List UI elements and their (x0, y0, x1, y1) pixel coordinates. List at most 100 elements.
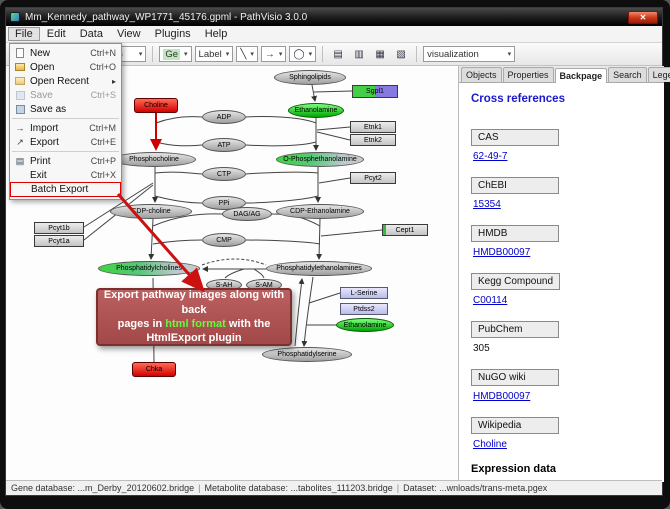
menu-item-save-as[interactable]: Save as (10, 102, 121, 116)
tab-search[interactable]: Search (608, 67, 647, 82)
pathway-node[interactable]: Phosphocholine (112, 152, 196, 167)
pathway-node[interactable]: Choline (134, 98, 178, 113)
chevron-down-icon: ▾ (250, 51, 254, 58)
pathway-node[interactable]: O-Phosphethanolamine (276, 152, 364, 167)
stack-vertical-button[interactable]: ▧ (392, 45, 410, 63)
side-panel: Objects Properties Backpage Search Legen… (459, 66, 670, 482)
menu-item-new[interactable]: New Ctrl+N (10, 46, 121, 60)
xref-link-cas[interactable]: 62-49-7 (473, 151, 508, 162)
pathway-node[interactable]: Etnk1 (350, 121, 396, 133)
menu-file[interactable]: File (8, 27, 40, 41)
menu-view[interactable]: View (116, 28, 141, 40)
xref-link-hmdb[interactable]: HMDB00097 (473, 247, 531, 258)
side-panel-tabs: Objects Properties Backpage Search Legen… (459, 66, 670, 83)
visualization-select[interactable]: visualization ▾ (423, 46, 516, 62)
app-icon (10, 12, 20, 22)
pathway-node[interactable]: Phosphatidylserine (262, 347, 352, 362)
pathway-node[interactable]: Phosphatidylethanolamines (266, 261, 372, 276)
shape-tool-icon: ◯ (293, 48, 305, 60)
pathway-node[interactable]: Cept1 (382, 224, 428, 236)
status-metabolite-db: Metabolite database: ...tabolites_111203… (204, 483, 393, 493)
line-tool[interactable]: ╲ ▾ (236, 46, 258, 62)
xref-link-chebi[interactable]: 15354 (473, 199, 501, 210)
menu-item-exit[interactable]: Exit Ctrl+X (10, 168, 121, 182)
tab-legend[interactable]: Legend (647, 67, 670, 82)
save-as-icon (14, 103, 26, 115)
open-folder-icon (14, 61, 26, 73)
close-button[interactable]: ✕ (628, 10, 658, 24)
callout-line2: pages in html format with the (117, 318, 271, 330)
pathway-canvas[interactable]: Sphingolipids Sgpl1 Choline Ethanolamine… (6, 66, 459, 482)
pathway-node[interactable]: PPi (202, 196, 246, 210)
align-vertical-icon: ▥ (354, 48, 364, 60)
title-bar: Mm_Kennedy_pathway_WP1771_45176.gpml - P… (6, 8, 662, 26)
menu-help[interactable]: Help (204, 28, 228, 40)
arrow-tool-icon: → (264, 48, 275, 60)
stack-horizontal-button[interactable]: ▦ (371, 45, 389, 63)
pathway-node[interactable]: Phosphatidylcholines (98, 261, 200, 276)
status-gene-db: Gene database: ...m_Derby_20120602.bridg… (11, 483, 195, 493)
pathway-node[interactable]: Ethanolamine (288, 103, 344, 118)
status-bar: Gene database: ...m_Derby_20120602.bridg… (6, 480, 662, 495)
pathway-node[interactable]: CDP-choline (110, 204, 192, 219)
callout-highlight: html format (165, 318, 226, 330)
pathway-node[interactable]: CMP (202, 233, 246, 247)
chevron-down-icon: ▾ (225, 51, 230, 58)
cross-references-heading: Cross references (471, 93, 565, 105)
pathway-node[interactable]: ADP (202, 110, 246, 124)
pathway-node[interactable]: Ethanolamine (336, 318, 394, 332)
pathway-node[interactable]: Sphingolipids (274, 70, 346, 85)
menu-item-batch-export[interactable]: Batch Export (10, 182, 121, 197)
stack-vertical-icon: ▧ (396, 48, 406, 60)
align-vertical-button[interactable]: ▥ (350, 45, 368, 63)
xref-link-kegg[interactable]: C00114 (473, 295, 508, 306)
pathway-node[interactable]: Etnk2 (350, 134, 396, 146)
print-icon: ▤ (15, 155, 25, 166)
menu-item-print[interactable]: ▤ Print Ctrl+P (15, 155, 116, 167)
xref-section-title: Kegg Compound (471, 273, 561, 290)
label-tool[interactable]: Label ▾ (194, 46, 234, 62)
menu-item-open[interactable]: Open Ctrl+O (10, 60, 121, 74)
arrow-tool[interactable]: → ▾ (260, 46, 287, 62)
gene-product-tool[interactable]: Ge ▾ (159, 46, 192, 62)
tab-backpage[interactable]: Backpage (554, 68, 608, 83)
menu-data[interactable]: Data (79, 28, 103, 40)
pathway-node[interactable]: Pcyt2 (350, 172, 396, 184)
menu-item-save[interactable]: Save Ctrl+S (10, 88, 121, 102)
menu-bar: File Edit Data View Plugins Help (6, 26, 662, 43)
line-tool-icon: ╲ (240, 48, 247, 60)
pathway-node-selected[interactable]: Chka (132, 362, 176, 377)
tab-objects[interactable]: Objects (461, 67, 502, 82)
pathway-node[interactable]: Ptdss2 (340, 303, 388, 315)
menu-edit[interactable]: Edit (46, 28, 66, 40)
pathway-node[interactable]: CTP (202, 167, 246, 181)
toolbar: Zoom: 100% ▾ Ge ▾ Label ▾ ╲ ▾ → ▾ (6, 43, 662, 66)
label-tool-label: Label (198, 48, 222, 60)
pathway-node[interactable]: ATP (202, 138, 246, 152)
menu-item-import[interactable]: → Import Ctrl+M (15, 122, 117, 134)
status-separator: | (396, 483, 400, 493)
pathway-node[interactable]: Pcyt1b (34, 222, 84, 234)
shape-tool[interactable]: ◯ ▾ (289, 46, 317, 62)
export-icon: ↗ (16, 136, 24, 147)
menu-separator (12, 118, 119, 119)
new-file-icon (14, 47, 26, 59)
pathway-node[interactable]: L-Serine (340, 287, 388, 299)
save-icon (14, 89, 26, 101)
pathway-node[interactable]: CDP-Ethanolamine (276, 204, 364, 219)
pathway-node[interactable]: Pcyt1a (34, 235, 84, 247)
xref-link-nugo[interactable]: HMDB00097 (473, 391, 531, 402)
tab-properties[interactable]: Properties (502, 67, 554, 82)
menu-item-export[interactable]: ↗ Export Ctrl+E (10, 135, 121, 149)
menu-plugins[interactable]: Plugins (154, 28, 191, 40)
pathway-node[interactable]: DAG/AG (222, 207, 272, 221)
stack-horizontal-icon: ▦ (375, 48, 385, 60)
align-horizontal-button[interactable]: ▤ (329, 45, 347, 63)
batch-export-icon (15, 184, 27, 196)
chevron-down-icon: ▾ (278, 51, 283, 58)
callout-line3: HtmlExport plugin (146, 332, 242, 345)
xref-link-wikipedia[interactable]: Choline (473, 439, 507, 450)
pathway-node[interactable]: Sgpl1 (352, 85, 398, 98)
menu-item-open-recent[interactable]: Open Recent ▸ (10, 74, 121, 88)
